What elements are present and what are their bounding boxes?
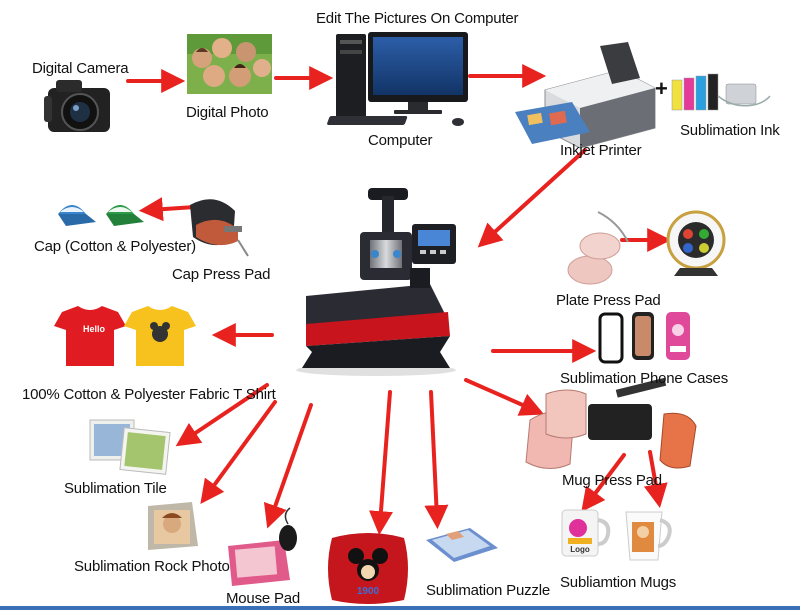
label-digital-photo: Digital Photo	[186, 104, 269, 121]
label-tshirt: 100% Cotton & Polyester Fabric T Shirt	[22, 386, 276, 403]
computer-illustration	[327, 32, 468, 126]
plus-sign: +	[655, 76, 668, 101]
label-sublimation-ink: Sublimation Ink	[680, 122, 780, 139]
label-cap-press-pad: Cap Press Pad	[172, 266, 271, 283]
label-inkjet-printer: Inkjet Printer	[560, 142, 642, 159]
arrow-press-to-puzzle	[424, 390, 449, 530]
label-mugs: Subliamtion Mugs	[560, 574, 677, 591]
tshirts-illustration	[54, 306, 196, 366]
label-digital-camera: Digital Camera	[32, 60, 129, 77]
tshirt-print-text: Hello	[83, 324, 106, 334]
arrow-press-to-tile	[175, 383, 269, 447]
label-rock-photo: Sublimation Rock Photo	[74, 558, 230, 575]
pillow-illustration	[328, 533, 408, 604]
mugs-illustration	[561, 509, 672, 561]
decorative-plate-illustration	[666, 210, 726, 276]
phone-cases-illustration	[598, 312, 690, 364]
camera-illustration	[44, 80, 110, 132]
sublimation-tiles-illustration	[89, 419, 171, 475]
mug-press-pad-illustration	[525, 377, 697, 469]
bottom-accent-bar	[0, 606, 800, 610]
label-puzzle: Sublimation Puzzle	[426, 582, 550, 599]
label-mouse-pad: Mouse Pad	[226, 590, 301, 607]
printer-illustration	[515, 42, 656, 149]
page-title: Edit The Pictures On Computer	[316, 10, 519, 27]
label-phone-cases: Sublimation Phone Cases	[560, 370, 729, 387]
mouse-pad-illustration	[228, 507, 297, 586]
puzzle-illustration	[426, 528, 498, 562]
label-tile: Sublimation Tile	[64, 480, 167, 497]
sublimation-ink-illustration	[671, 73, 771, 111]
label-cap: Cap (Cotton & Polyester)	[34, 238, 196, 255]
arrow-press-to-mug	[464, 378, 545, 416]
pillow-print-text: 1900	[357, 586, 380, 597]
label-mug-press-pad: Mug Press Pad	[562, 472, 662, 489]
flow-arrows	[126, 64, 672, 536]
caps-illustration	[58, 205, 144, 226]
mug-print-text: Logo	[570, 545, 590, 554]
arrow-press-to-rock	[200, 400, 277, 505]
label-computer: Computer	[368, 132, 433, 149]
arrow-mugpad-to-mug2	[643, 450, 668, 509]
label-plate-press-pad: Plate Press Pad	[556, 292, 661, 309]
digital-photo-illustration	[187, 34, 272, 94]
arrow-printer-to-press	[477, 148, 587, 248]
arrow-cappad-to-cap	[138, 197, 197, 222]
arrow-mugpad-to-mug1	[581, 453, 626, 512]
arrow-press-to-mousepad	[263, 403, 313, 529]
heat-press-illustration	[296, 188, 456, 376]
rock-photo-illustration	[148, 502, 198, 550]
arrow-press-to-pillow	[369, 390, 393, 536]
cap-press-pad-illustration	[190, 199, 249, 257]
plate-press-pad-illustration	[567, 211, 629, 285]
